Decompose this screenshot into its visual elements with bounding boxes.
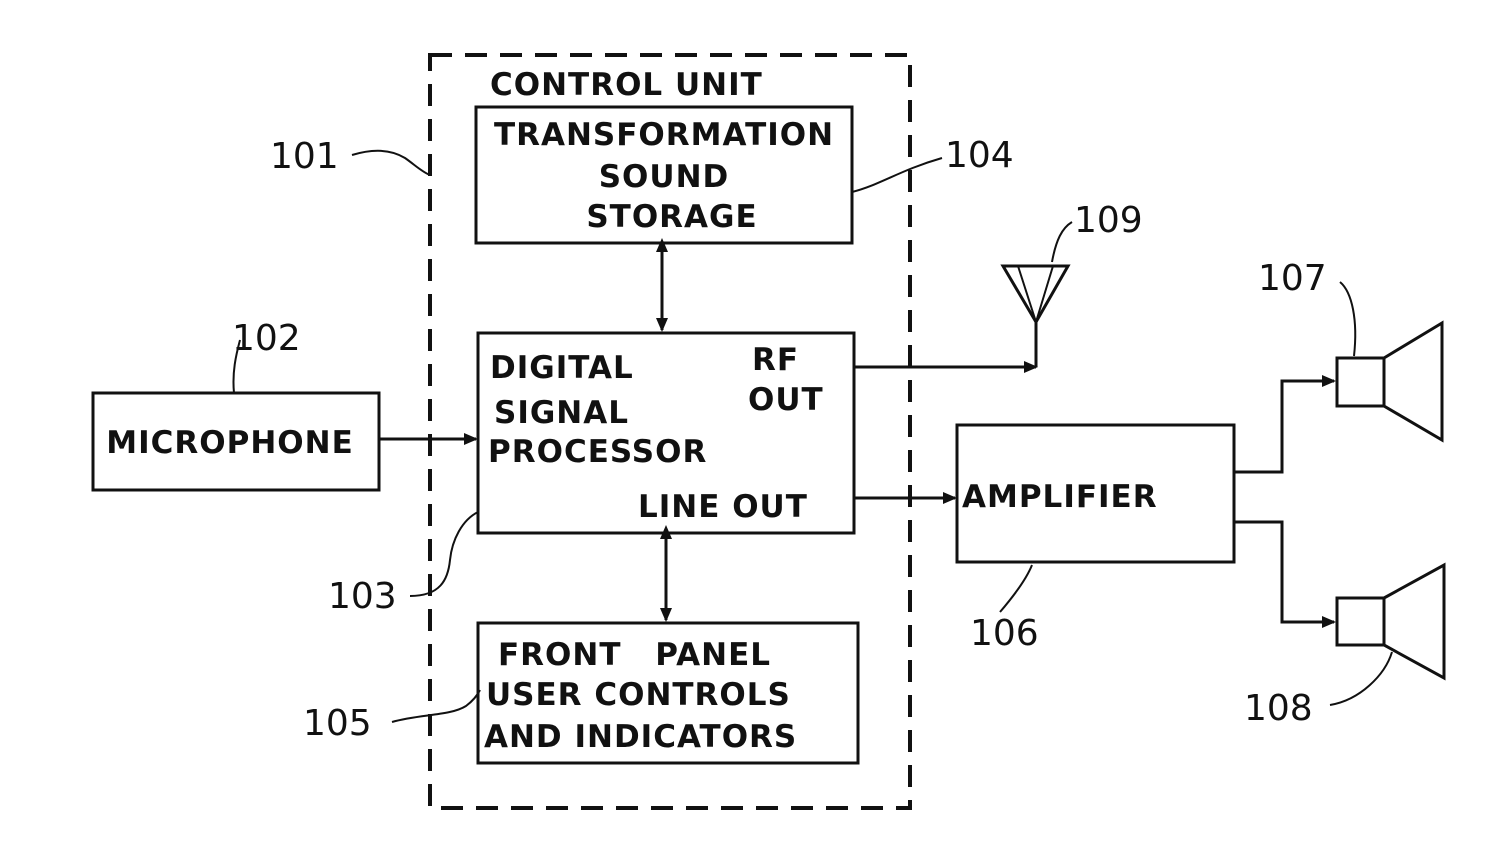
dsp-rf-label: RF — [752, 342, 799, 378]
front-panel-line-1: FRONT PANEL — [498, 637, 771, 673]
front-panel-line-3: AND INDICATORS — [484, 719, 797, 755]
dsp-line-out-label: LINE OUT — [638, 489, 808, 525]
ref-105: 105 — [303, 703, 372, 744]
ref-106: 106 — [970, 613, 1039, 654]
amplifier-label: AMPLIFIER — [962, 479, 1158, 515]
leader-107 — [1340, 282, 1355, 356]
ref-104: 104 — [945, 135, 1014, 176]
antenna-icon — [1003, 266, 1068, 322]
storage-line-3: STORAGE — [586, 199, 757, 235]
ref-109: 109 — [1074, 200, 1143, 241]
leader-101 — [352, 151, 430, 175]
storage-line-1: TRANSFORMATION — [494, 117, 834, 153]
leader-104 — [852, 158, 942, 192]
amp-to-speaker-bottom — [1234, 522, 1334, 622]
leader-103 — [410, 512, 478, 596]
dsp-line-2: SIGNAL — [494, 395, 629, 431]
ref-101: 101 — [270, 136, 339, 177]
dsp-line-3: PROCESSOR — [488, 434, 707, 470]
leader-105 — [392, 690, 480, 722]
ref-107: 107 — [1258, 258, 1327, 299]
leader-106 — [1000, 565, 1032, 612]
leader-109 — [1052, 222, 1072, 262]
amp-to-speaker-top — [1234, 381, 1334, 472]
storage-line-2: SOUND — [599, 159, 730, 195]
ref-108: 108 — [1244, 688, 1313, 729]
microphone-label: MICROPHONE — [106, 425, 354, 461]
ref-102: 102 — [232, 318, 301, 359]
ref-103: 103 — [328, 576, 397, 617]
speaker-bottom-icon — [1337, 565, 1444, 678]
speaker-top-icon — [1337, 323, 1442, 440]
control-unit-label: CONTROL UNIT — [490, 67, 763, 103]
dsp-out-label: OUT — [748, 382, 824, 418]
front-panel-line-2: USER CONTROLS — [486, 677, 791, 713]
leader-108 — [1330, 652, 1392, 705]
dsp-line-1: DIGITAL — [490, 350, 634, 386]
